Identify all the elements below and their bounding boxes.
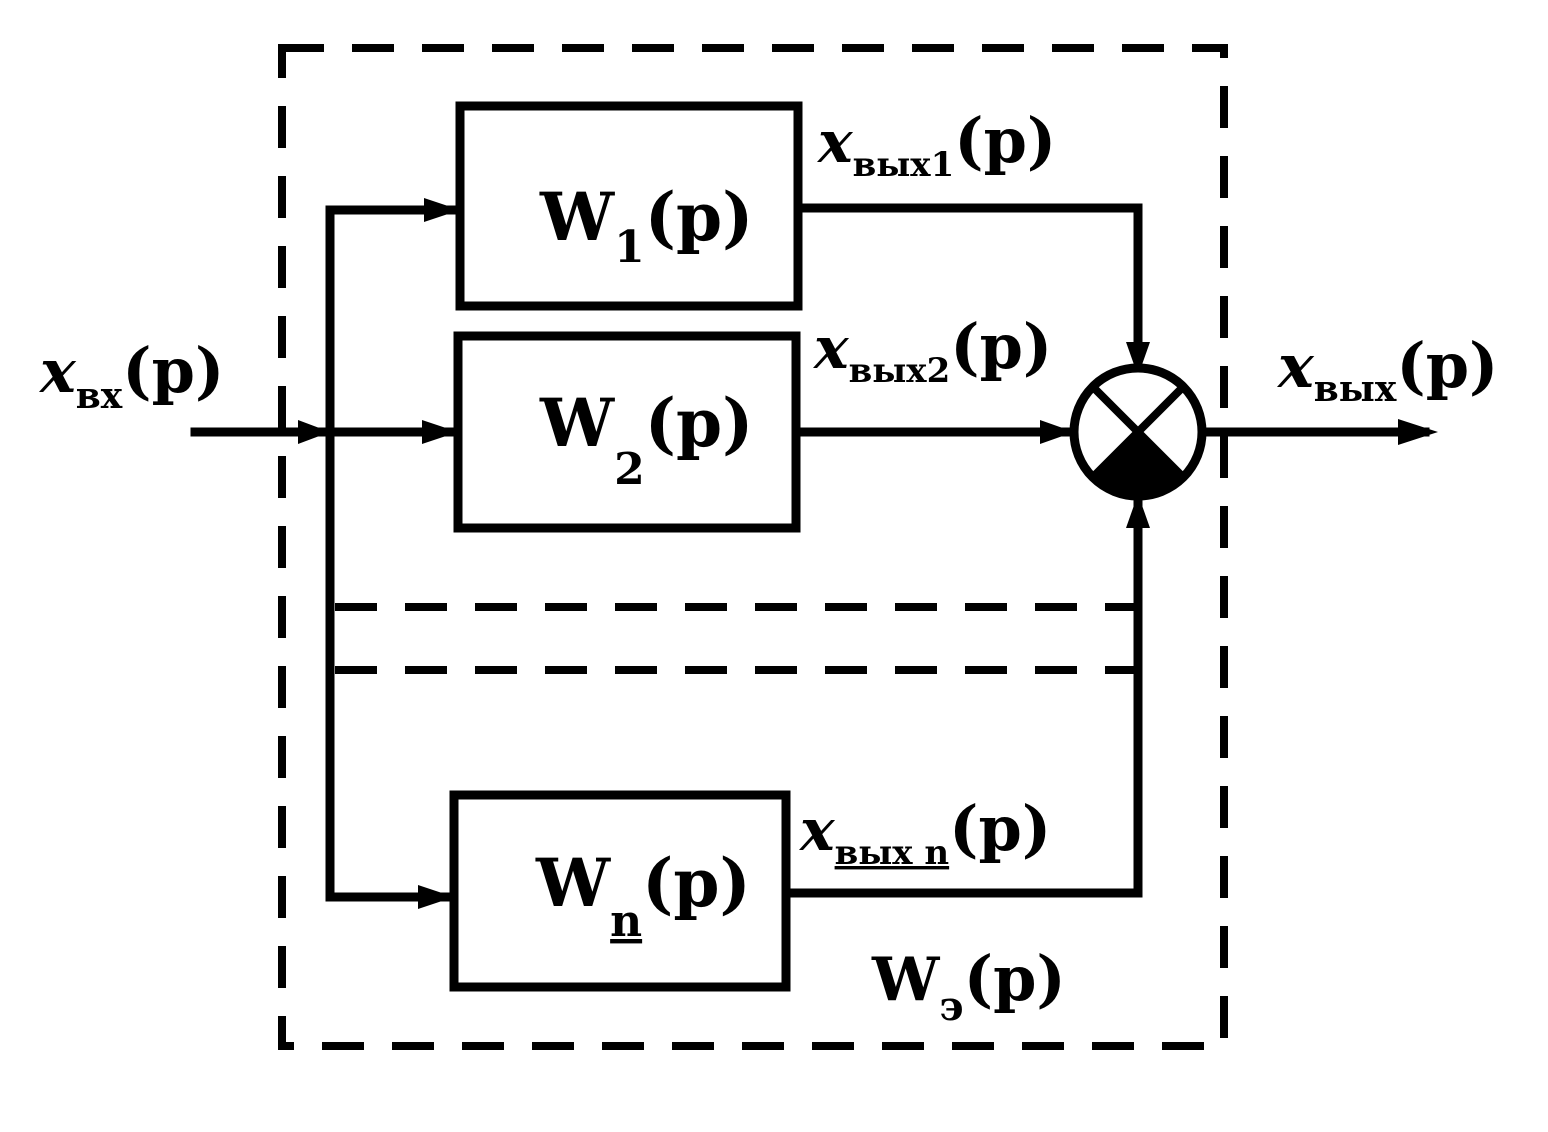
branch1-output-main: x	[816, 108, 854, 176]
branchn-output-label: xвых n(p)	[798, 792, 1051, 873]
block-w2-label: W2(p)	[539, 384, 753, 495]
block-wn-arg: (p)	[642, 844, 751, 922]
branchn-output-main: x	[798, 796, 836, 864]
equivalent-label-arg: (p)	[964, 942, 1066, 1015]
block-w1-main: W	[539, 178, 615, 256]
block-wn-label: Wn(p)	[535, 844, 751, 947]
branch1-output-arrow	[1126, 342, 1150, 376]
block-w1-arg: (p)	[645, 178, 754, 256]
summing-junction	[1069, 363, 1207, 501]
branch2-output-main: x	[812, 314, 850, 382]
block-w1-label: W1(p)	[539, 178, 753, 273]
branchn-output-wire	[781, 493, 1143, 898]
block-wn-sub: n	[610, 896, 642, 947]
input-arrow	[298, 420, 330, 444]
branchn-input-arrow	[418, 885, 454, 909]
branch2-output-arg: (p)	[950, 310, 1052, 383]
block-w2-sub: 2	[614, 444, 645, 495]
output-signal-label: xвых(p)	[1276, 329, 1498, 410]
branchn-output-sub: вых n	[835, 833, 950, 873]
branch1-output-label: xвых1(p)	[816, 104, 1056, 185]
branch1-output-wire	[793, 203, 1143, 377]
branch1-output-sub: вых1	[853, 145, 955, 185]
branch2-output-label: xвых2(p)	[812, 310, 1052, 391]
block-w2-main: W	[539, 384, 615, 462]
output-arrow	[1398, 419, 1438, 445]
branch1-output-arg: (p)	[954, 104, 1056, 177]
equivalent-block-boundary	[278, 44, 1228, 1050]
branch2-output-arrow	[1040, 420, 1074, 444]
block-wn-main: W	[535, 844, 611, 922]
output-label-arg: (p)	[1396, 329, 1498, 402]
block-w2	[453, 331, 801, 533]
input-signal-label: xвх(p)	[38, 334, 224, 417]
branch1-input-arrow	[424, 198, 460, 222]
output-label-main: x	[1276, 332, 1315, 402]
input-label-main: x	[38, 337, 77, 407]
branch2-input-arrow	[422, 420, 458, 444]
input-label-arg: (p)	[122, 334, 224, 407]
output-label-sub: вых	[1314, 368, 1397, 410]
block-w1-sub: 1	[614, 222, 645, 273]
branchn-output-arrow	[1126, 494, 1150, 528]
equivalent-label-sub: э	[939, 983, 963, 1030]
block-wn	[449, 790, 791, 992]
branch2-output-sub: вых2	[849, 351, 951, 391]
input-label-sub: вх	[76, 375, 123, 417]
equivalent-label-main: W	[871, 945, 941, 1015]
equivalent-transfer-label: Wэ(p)	[871, 942, 1066, 1030]
block-w2-arg: (p)	[645, 384, 754, 462]
branchn-output-arg: (p)	[949, 792, 1051, 865]
